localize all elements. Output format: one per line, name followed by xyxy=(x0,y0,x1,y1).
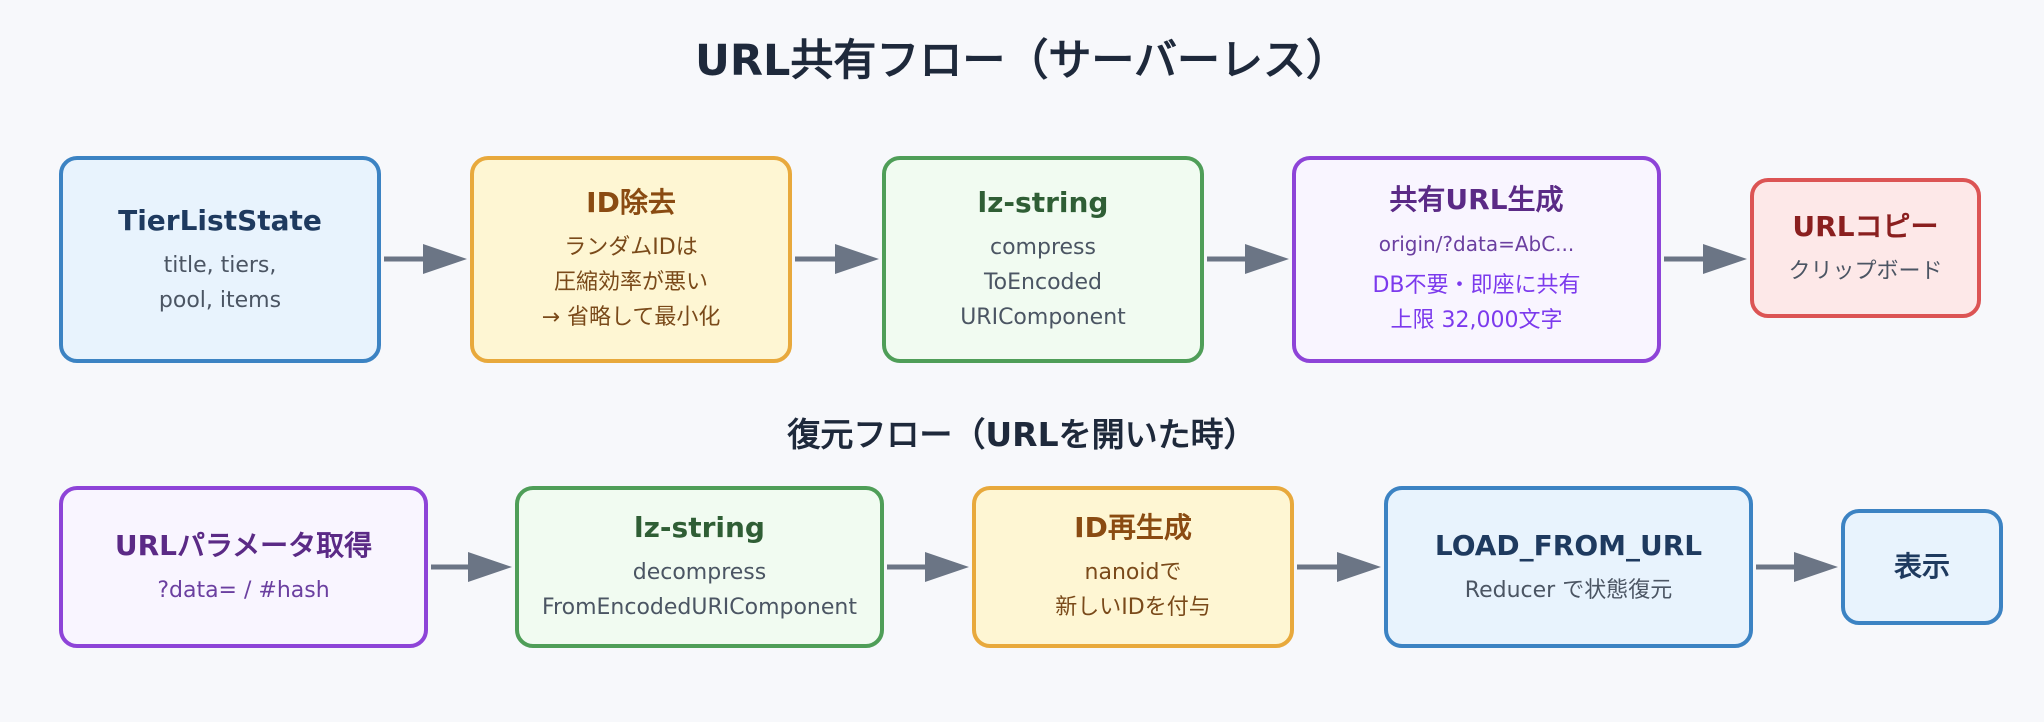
node-url-copy: URLコピー クリップボード xyxy=(1750,178,1981,318)
share-arrow-2-head xyxy=(835,244,879,274)
node-description: nanoidで 新しいIDを付与 xyxy=(1055,560,1211,620)
main-title: URL共有フロー（サーバーレス） xyxy=(695,36,1349,86)
node-description: Reducer で状態復元 xyxy=(1464,577,1673,603)
node-load-from-url: LOAD_FROM_URL Reducer で状態復元 xyxy=(1384,486,1753,648)
node-title: lz-string xyxy=(634,511,765,544)
restore-arrow-3-head xyxy=(1337,552,1381,582)
node-description: title, tiers, pool, items xyxy=(158,252,282,313)
node-lz-string-decompress: lz-string decompress FromEncodedURICompo… xyxy=(515,486,884,648)
node-title: LOAD_FROM_URL xyxy=(1434,528,1703,562)
node-title: 表示 xyxy=(1893,550,1950,583)
node-tierliststate: TierListState title, tiers, pool, items xyxy=(59,156,381,363)
node-description: ?data= / #hash xyxy=(157,577,330,603)
node-title: lz-string xyxy=(977,186,1109,219)
node-title: 共有URL生成 xyxy=(1389,183,1564,216)
restore-arrow-1-head xyxy=(468,552,512,582)
node-display: 表示 xyxy=(1841,509,2003,625)
restore-flow-title: 復元フロー（URLを開いた時） xyxy=(787,415,1257,454)
node-description: decompress FromEncodedURIComponent xyxy=(542,560,857,620)
node-id-regenerate: ID再生成 nanoidで 新しいIDを付与 xyxy=(972,486,1294,648)
node-title: ID再生成 xyxy=(1074,511,1192,544)
node-description: origin/?data=AbC... xyxy=(1378,232,1575,256)
restore-arrow-4-head xyxy=(1794,552,1838,582)
share-arrow-3-head xyxy=(1245,244,1289,274)
node-title: TierListState xyxy=(118,203,322,237)
node-url-param-get: URLパラメータ取得 ?data= / #hash xyxy=(59,486,428,648)
share-arrow-1-head xyxy=(423,244,467,274)
node-description: compress ToEncoded URIComponent xyxy=(960,235,1126,330)
node-lz-string-compress: lz-string compress ToEncoded URIComponen… xyxy=(882,156,1204,363)
node-description: クリップボード xyxy=(1788,258,1943,284)
node-title: ID除去 xyxy=(586,186,676,219)
node-note: DB不要・即座に共有 上限 32,000文字 xyxy=(1372,273,1581,333)
node-title: URLパラメータ取得 xyxy=(114,528,373,562)
node-description: ランダムIDは 圧縮効率が悪い → 省略して最小化 xyxy=(541,235,721,330)
share-arrow-4-head xyxy=(1703,244,1747,274)
restore-arrow-2-head xyxy=(925,552,969,582)
node-title: URLコピー xyxy=(1792,209,1939,243)
node-id-removal: ID除去 ランダムIDは 圧縮効率が悪い → 省略して最小化 xyxy=(470,156,792,363)
node-share-url-generate: 共有URL生成 origin/?data=AbC... DB不要・即座に共有 上… xyxy=(1292,156,1661,363)
